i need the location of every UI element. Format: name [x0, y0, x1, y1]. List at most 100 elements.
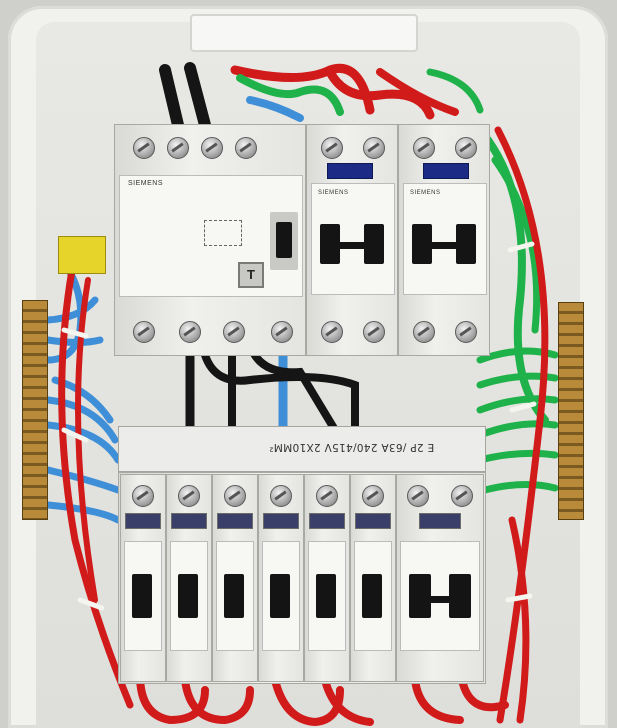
branch-breaker: [120, 474, 166, 682]
breaker-front-panel: [308, 541, 346, 651]
rcd-toggle-switch[interactable]: [276, 222, 292, 258]
breaker-toggle-switch[interactable]: [270, 574, 290, 618]
wire-blue-left: [44, 421, 122, 464]
breaker-label-plate: [355, 513, 391, 529]
wire-green-right: [476, 420, 559, 439]
screw-terminal-icon: [451, 485, 473, 507]
branch-breaker: [166, 474, 212, 682]
wire-red-top: [325, 67, 435, 120]
cable-tie: [61, 327, 89, 339]
breaker-front-panel: [124, 541, 162, 651]
main-breaker-1: SIEMENS: [306, 124, 398, 356]
breaker-brand: SIEMENS: [410, 190, 441, 196]
breaker-toggle-switch[interactable]: [132, 574, 152, 618]
rcd-brand: SIEMENS: [128, 180, 164, 187]
left-neutral-busbar: [22, 300, 48, 520]
wire-black-center: [201, 351, 359, 434]
breaker-label-plate: [217, 513, 253, 529]
wire-green-right: [476, 347, 559, 364]
wire-red-bottom: [321, 676, 374, 726]
wire-red-bottom: [458, 676, 509, 712]
branch-breaker: [350, 474, 396, 682]
screw-terminal-icon: [167, 137, 189, 159]
busbar-cover: E 2P /63A 240/415V 2X10MM²: [118, 426, 486, 472]
breaker-tie-bar: [421, 596, 457, 603]
breaker-toggle-switch[interactable]: [316, 574, 336, 618]
screw-terminal-icon: [178, 485, 200, 507]
screw-terminal-icon: [455, 321, 477, 343]
wire-blue-left: [44, 396, 119, 444]
wire-red-bottom: [181, 676, 254, 725]
residual-current-device: SIEMENS T: [114, 124, 306, 356]
screw-terminal-icon: [321, 321, 343, 343]
wire-red-left: [75, 277, 98, 603]
wire-blue-left: [44, 296, 99, 324]
cable-tie: [509, 401, 537, 413]
screw-terminal-icon: [179, 321, 201, 343]
breaker-label-plate: [309, 513, 345, 529]
screw-terminal-icon: [133, 321, 155, 343]
wire-black-incoming: [184, 62, 211, 131]
screw-terminal-icon: [224, 485, 246, 507]
breaker-label-plate: [171, 513, 207, 529]
wire-green-right: [491, 156, 541, 334]
breaker-front-panel: [354, 541, 392, 651]
breaker-front-panel: [400, 541, 480, 651]
wire-blue-top: [246, 96, 304, 122]
breaker-toggle-switch[interactable]: [409, 574, 431, 618]
wire-green-right: [476, 372, 559, 389]
earth-terminal-block: [58, 236, 106, 274]
screw-terminal-icon: [407, 485, 429, 507]
breaker-tie-bar: [330, 242, 374, 249]
wire-green-right: [476, 449, 559, 464]
screw-terminal-icon: [235, 137, 257, 159]
screw-terminal-icon: [455, 137, 477, 159]
enclosure-latch: [190, 14, 418, 52]
breaker-label-plate: [125, 513, 161, 529]
screw-terminal-icon: [363, 321, 385, 343]
wire-green-top: [236, 74, 344, 116]
breaker-label-plate: [423, 163, 469, 179]
breaker-toggle-switch[interactable]: [178, 574, 198, 618]
breaker-front-panel: SIEMENS: [403, 183, 487, 295]
branch-breaker: [258, 474, 304, 682]
branch-breaker: [212, 474, 258, 682]
screw-terminal-icon: [321, 137, 343, 159]
breaker-toggle-switch[interactable]: [364, 224, 384, 264]
busbar-rating-label: E 2P /63A 240/415V 2X10MM²: [269, 441, 435, 453]
breaker-label-plate: [327, 163, 373, 179]
screw-terminal-icon: [223, 321, 245, 343]
breaker-toggle-switch[interactable]: [449, 574, 471, 618]
breaker-tie-bar: [422, 242, 466, 249]
branch-breaker-two-pole: [396, 474, 484, 682]
breaker-front-panel: [262, 541, 300, 651]
wire-green-right: [476, 395, 559, 414]
breaker-front-panel: [216, 541, 254, 651]
wire-blue-left: [44, 501, 122, 524]
breaker-toggle-switch[interactable]: [456, 224, 476, 264]
cable-tie: [505, 593, 533, 603]
screw-terminal-icon: [316, 485, 338, 507]
rcd-test-button[interactable]: T: [238, 262, 264, 288]
wire-red-right: [508, 516, 530, 724]
screw-terminal-icon: [201, 137, 223, 159]
wire-red-right: [494, 126, 549, 724]
wire-black-incoming: [159, 64, 184, 131]
screw-terminal-icon: [362, 485, 384, 507]
breaker-front-panel: [170, 541, 208, 651]
cable-tie: [61, 427, 89, 443]
wire-blue-left: [44, 466, 122, 494]
screw-terminal-icon: [133, 137, 155, 159]
wire-red-bottom: [411, 676, 464, 724]
cable-tie: [77, 597, 105, 611]
wire-red-left: [58, 266, 134, 709]
screw-terminal-icon: [413, 137, 435, 159]
rcd-circuit-diagram: [204, 220, 242, 246]
breaker-brand: SIEMENS: [318, 190, 349, 196]
right-earth-busbar: [558, 302, 584, 520]
branch-breaker: [304, 474, 350, 682]
breaker-toggle-switch[interactable]: [224, 574, 244, 618]
breaker-front-panel: SIEMENS: [311, 183, 395, 295]
breaker-toggle-switch[interactable]: [362, 574, 382, 618]
